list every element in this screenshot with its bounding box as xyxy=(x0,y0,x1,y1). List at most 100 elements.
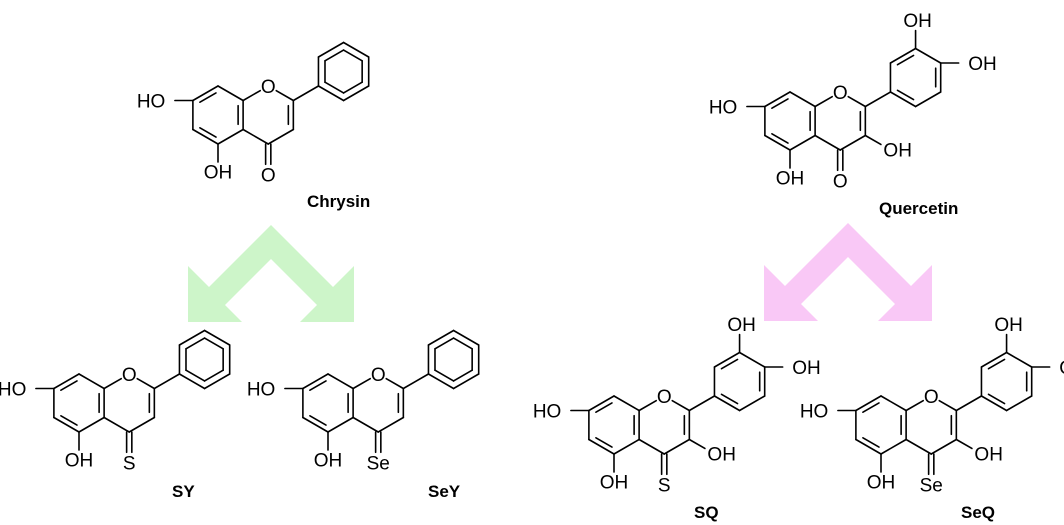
ring-a-double-inner xyxy=(309,414,327,426)
ring-oxygen: O xyxy=(261,77,276,98)
ring-a-bond xyxy=(855,438,882,455)
ring-b-double-inner xyxy=(987,393,1006,405)
ring-b-bond xyxy=(713,351,741,368)
hydroxyl-4p: OH xyxy=(792,358,821,379)
ring-b-aromatic xyxy=(203,337,224,350)
sq-label: SQ xyxy=(694,503,719,522)
ring-b-bond xyxy=(342,41,370,58)
ring-a-bond xyxy=(880,438,907,455)
hydroxyl-3-bond xyxy=(864,134,882,146)
ring-b-bond xyxy=(980,395,1008,412)
ring-b-bond xyxy=(427,329,455,346)
ring-a-bond xyxy=(78,416,105,433)
hydroxyl-5: OH xyxy=(204,163,233,184)
ring-b-bond xyxy=(713,395,741,412)
ring-a-double-inner xyxy=(862,436,880,448)
ring-b-double-inner xyxy=(987,358,1006,370)
c4-substituent: S xyxy=(658,475,671,496)
c2-b-ring-bond xyxy=(153,373,181,390)
c4-substituent: Se xyxy=(920,475,943,496)
ring-c-bond xyxy=(905,399,924,412)
ring-b-bond xyxy=(889,47,917,64)
seq-structure: O HO OH Se OH OH OH xyxy=(800,315,1064,497)
ring-c-bond xyxy=(103,416,131,433)
ring-b-aromatic xyxy=(324,49,345,62)
ring-a-bond xyxy=(613,395,640,412)
ring-c-bond xyxy=(839,134,867,151)
hydroxyl-3p: OH xyxy=(994,315,1023,336)
c4-substituent: Se xyxy=(367,453,390,474)
ring-a-bond xyxy=(192,128,219,145)
ring-a-double-inner xyxy=(60,414,78,426)
ring-b-aromatic xyxy=(342,49,363,62)
hydroxyl-7: HO xyxy=(800,402,829,423)
ring-c-bond xyxy=(103,377,122,390)
hydroxyl-3: OH xyxy=(974,444,1003,465)
ring-c-bond xyxy=(638,399,657,412)
ring-c-bond xyxy=(242,89,261,102)
ring-c-bond xyxy=(352,377,371,390)
ring-a-bond xyxy=(217,128,244,145)
ring-a-double-inner xyxy=(199,126,217,138)
ring-b-bond xyxy=(452,373,480,390)
hydroxyl-4p: OH xyxy=(1059,358,1064,379)
c2-b-ring-bond xyxy=(955,395,983,412)
ring-b-aromatic xyxy=(452,369,473,382)
quercetin-label: Quercetin xyxy=(879,199,958,218)
chrysin-conversion-arrow xyxy=(188,225,354,322)
ring-c-bond xyxy=(242,128,270,145)
ring-a-bond xyxy=(880,395,907,412)
ring-b-bond xyxy=(914,91,942,108)
ring-a-double-inner xyxy=(60,380,78,392)
ring-b-double-inner xyxy=(720,358,739,370)
ring-b-double-inner xyxy=(896,89,915,101)
ring-b-aromatic xyxy=(185,369,206,382)
ring-c-bond xyxy=(905,438,933,455)
ring-b-bond xyxy=(738,395,766,412)
c4-substituent: O xyxy=(261,165,276,186)
hydroxyl-5: OH xyxy=(867,473,896,494)
hydroxyl-7: HO xyxy=(0,380,26,401)
ring-a-double-inner xyxy=(862,402,880,414)
hydroxyl-5: OH xyxy=(600,473,629,494)
ring-c-bond xyxy=(663,438,691,455)
ring-a-bond xyxy=(764,91,791,108)
hydroxyl-7: HO xyxy=(709,98,738,119)
c2-b-ring-bond xyxy=(864,91,892,108)
ring-a-double-inner xyxy=(595,402,613,414)
ring-oxygen: O xyxy=(657,387,672,408)
c2-b-ring-bond xyxy=(292,85,320,102)
ring-oxygen: O xyxy=(924,387,939,408)
ring-a-bond xyxy=(789,134,816,151)
seq-label: SeQ xyxy=(961,503,995,522)
ring-b-double-inner xyxy=(720,393,739,405)
hydroxyl-7: HO xyxy=(533,402,562,423)
ring-c-bond xyxy=(671,399,691,412)
ring-b-bond xyxy=(914,47,942,64)
ring-a-bond xyxy=(302,373,329,390)
ring-a-bond xyxy=(78,373,105,390)
ring-b-bond xyxy=(178,373,206,390)
ring-a-double-inner xyxy=(309,380,327,392)
ring-a-double-inner xyxy=(771,132,789,144)
ring-b-aromatic xyxy=(185,337,206,350)
quercetin-conversion-arrow xyxy=(764,223,932,321)
ring-c-bond xyxy=(128,416,156,433)
ring-a-bond xyxy=(327,416,354,433)
ring-a-bond xyxy=(302,416,329,433)
hydroxyl-5: OH xyxy=(776,169,805,190)
ring-a-bond xyxy=(192,85,219,102)
ring-b-bond xyxy=(178,329,206,346)
ring-b-bond xyxy=(738,351,766,368)
ring-b-bond xyxy=(1005,395,1033,412)
hydroxyl-3: OH xyxy=(707,444,736,465)
sy-label: SY xyxy=(172,482,195,501)
hydroxyl-3: OH xyxy=(883,140,912,161)
ring-a-bond xyxy=(588,395,615,412)
ring-b-bond xyxy=(317,41,345,58)
c2-b-ring-bond xyxy=(688,395,716,412)
